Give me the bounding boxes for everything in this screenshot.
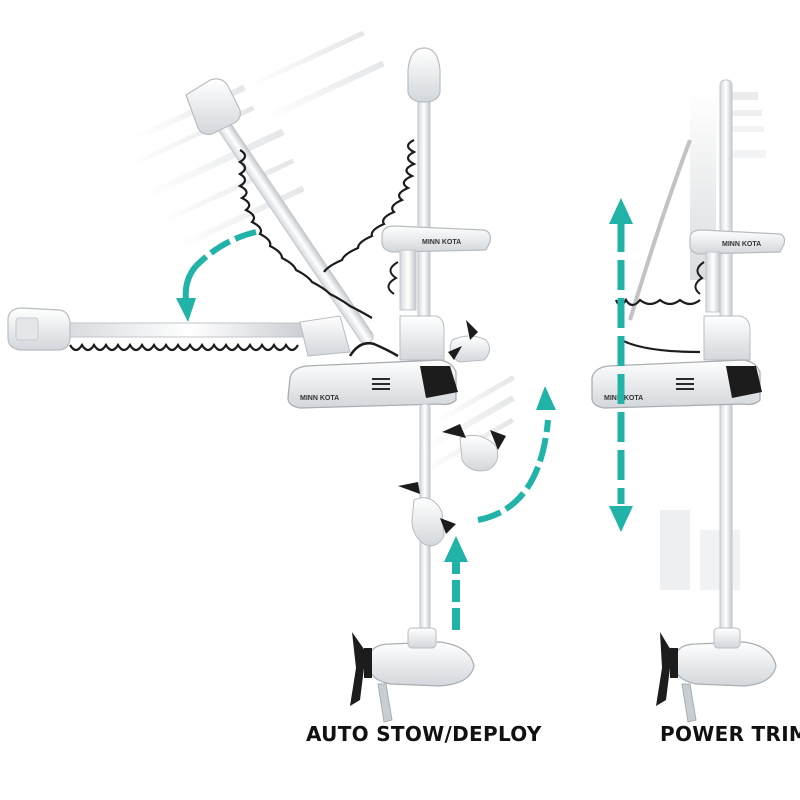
logo-text-left-mount: MINN KOTA: [300, 395, 339, 402]
propeller-swing: [398, 482, 456, 547]
caption-power-trim: POWER TRIM: [660, 722, 800, 746]
deploy-arc-arrow: [477, 419, 551, 523]
logo-text-left-head: MINN KOTA: [422, 239, 461, 246]
mount-bracket: MINN KOTA: [287, 315, 458, 409]
motion-blur-streaks: [125, 30, 515, 478]
control-head: MINN KOTA: [381, 225, 491, 311]
trim-double-arrow: [609, 198, 633, 532]
deploy-up-arrow-head: [444, 536, 468, 562]
logo-text-right-head: MINN KOTA: [722, 241, 761, 248]
stowed-shaft: [7, 307, 351, 357]
propeller-upper: [448, 320, 490, 363]
trim-lower-unit: [656, 627, 777, 723]
stow-arc-arrow: [182, 229, 257, 301]
diagonal-shaft: [185, 78, 374, 345]
propeller-mid: [442, 424, 506, 472]
upright-shaft: [323, 47, 441, 321]
deploy-arrow-head: [536, 386, 556, 410]
trim-control-head: MINN KOTA: [614, 229, 786, 354]
trim-mount: MINN KOTA: [591, 315, 762, 409]
auto-stow-deploy-illustration: MINN KOTA MINN KOTA: [7, 30, 556, 723]
lower-unit-deployed: [350, 627, 475, 723]
power-trim-illustration: MINN KOTA MINN KOTA: [591, 79, 786, 723]
caption-auto-stow-deploy: AUTO STOW/DEPLOY: [306, 722, 542, 746]
stow-arrow-head: [176, 298, 196, 322]
